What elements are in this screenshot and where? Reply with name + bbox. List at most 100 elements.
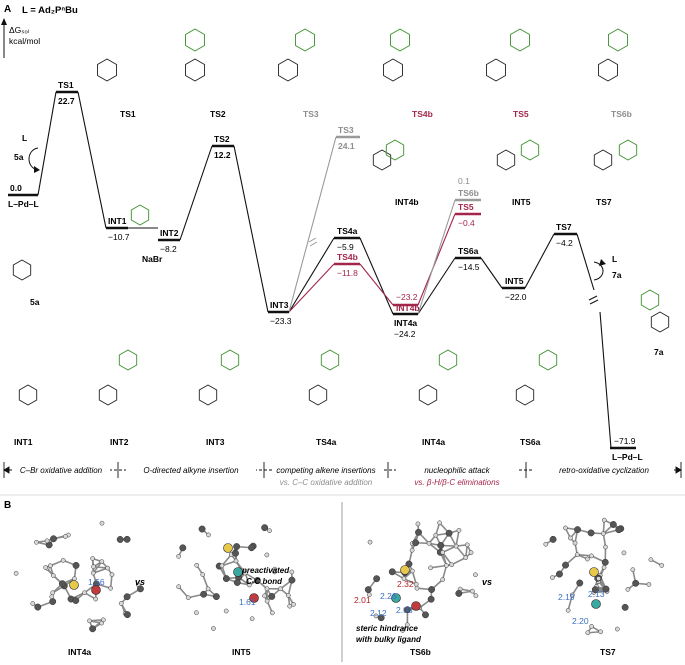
atom	[58, 580, 66, 588]
structure-labels-mid: INT4b INT5 TS7 5a 7a	[30, 197, 664, 357]
atom	[50, 590, 56, 596]
start-complex-label: L–Pd–L	[8, 199, 39, 209]
benzene-ring	[198, 384, 218, 406]
atom	[455, 589, 463, 597]
bond	[202, 574, 209, 590]
dist-int5: 1.61	[239, 597, 256, 607]
dist-ts6b-e: 2.03	[396, 605, 413, 615]
mol-label-int4a: INT4a	[68, 647, 91, 657]
atom	[291, 602, 296, 607]
benzene-ring	[385, 139, 405, 161]
dist-ts6b-a: 2.32	[397, 579, 414, 589]
annotation-preactivated-2: C-C bond	[246, 577, 283, 586]
atom	[468, 550, 474, 555]
atom	[232, 549, 239, 557]
atom	[615, 526, 623, 534]
atom	[264, 552, 270, 558]
level-value-ts5: −0.4	[458, 218, 475, 228]
atom	[288, 576, 296, 584]
atom	[30, 601, 36, 606]
benzene-ring	[98, 384, 118, 406]
level-value-int1: −10.7	[108, 232, 130, 242]
benzene-ring	[515, 384, 535, 406]
label-7a: 7a	[654, 347, 664, 357]
level-name-int2: INT2	[160, 228, 179, 238]
oxygen-atom	[411, 601, 421, 611]
atom	[413, 581, 419, 587]
label-ts6a: TS6a	[520, 437, 541, 447]
benzene-ring	[308, 384, 328, 406]
atom	[367, 539, 373, 545]
molecule-ts7	[543, 517, 665, 636]
level-name-ts5: TS5	[458, 202, 474, 212]
label-ts7: TS7	[596, 197, 612, 207]
atom	[50, 573, 56, 578]
atom	[63, 534, 68, 539]
molecule-int5	[176, 524, 296, 631]
label-int5: INT5	[512, 197, 531, 207]
benzene-ring	[650, 311, 670, 333]
atom	[598, 629, 603, 635]
atom	[601, 558, 609, 566]
panel-b-letter: B	[4, 500, 11, 511]
bond	[93, 565, 108, 569]
bond	[442, 545, 457, 554]
level-name-ts3: TS3	[338, 125, 354, 135]
label-ts5: TS5	[513, 109, 529, 119]
benzene-ring	[97, 58, 117, 82]
phosphorus-atom	[400, 565, 410, 575]
atom	[268, 592, 276, 600]
level-name-int5: INT5	[505, 276, 524, 286]
atom	[440, 577, 446, 582]
atom	[550, 575, 555, 580]
atom	[576, 579, 584, 587]
dist-ts6b-c: 2.01	[354, 595, 371, 605]
dist-ts6b-b: 2.26	[380, 591, 397, 601]
y-axis-label-2: kcal/mol	[9, 36, 40, 46]
vs-label-1: vs	[135, 577, 145, 587]
y-axis: ΔGₛₒₗ kcal/mol	[1, 18, 40, 58]
energy-levels	[8, 90, 636, 450]
benzene-ring	[383, 58, 403, 82]
atom	[453, 543, 459, 549]
atom	[109, 572, 115, 577]
distance-labels: 1.56 1.61 2.32 2.26 2.01 2.12 2.03 2.19 …	[88, 577, 605, 626]
atom	[267, 528, 272, 534]
atom	[49, 594, 55, 599]
atom	[93, 596, 99, 602]
palladium-atom	[233, 567, 243, 577]
level-name-ts7: TS7	[556, 222, 572, 232]
atom	[410, 568, 415, 574]
atom	[464, 542, 470, 548]
atom	[568, 535, 573, 541]
atom	[223, 608, 229, 614]
benzene-ring	[185, 28, 205, 52]
benzene-ring	[486, 58, 506, 82]
benzene-ring	[390, 28, 410, 52]
dist-ts7-c: 2.20	[572, 616, 589, 626]
atom	[116, 536, 124, 543]
atom	[549, 535, 557, 543]
atom	[194, 610, 199, 616]
end-complex-label: L–Pd–L	[612, 452, 643, 462]
atom	[585, 630, 591, 636]
atom	[563, 525, 568, 531]
palladium-atom	[591, 599, 601, 609]
atom	[44, 538, 50, 544]
molecule-renders	[13, 517, 665, 636]
reagent-l-out: L	[612, 254, 617, 264]
stage-4-sublabel: vs. β-H/β-C eliminations	[414, 478, 499, 487]
label-ts6b: TS6b	[611, 109, 632, 119]
atom	[123, 611, 131, 619]
dist-ts7-a: 2.19	[558, 592, 575, 602]
dist-ts7-b: 2.13	[588, 589, 605, 599]
axis-break	[588, 295, 599, 305]
gray-break	[308, 237, 318, 247]
level-name-ts2: TS2	[214, 134, 230, 144]
stage-bar	[3, 462, 682, 478]
dist-ts6b-d: 2.12	[370, 608, 387, 618]
atom	[589, 624, 594, 629]
atom	[253, 577, 261, 584]
atom	[596, 576, 601, 581]
